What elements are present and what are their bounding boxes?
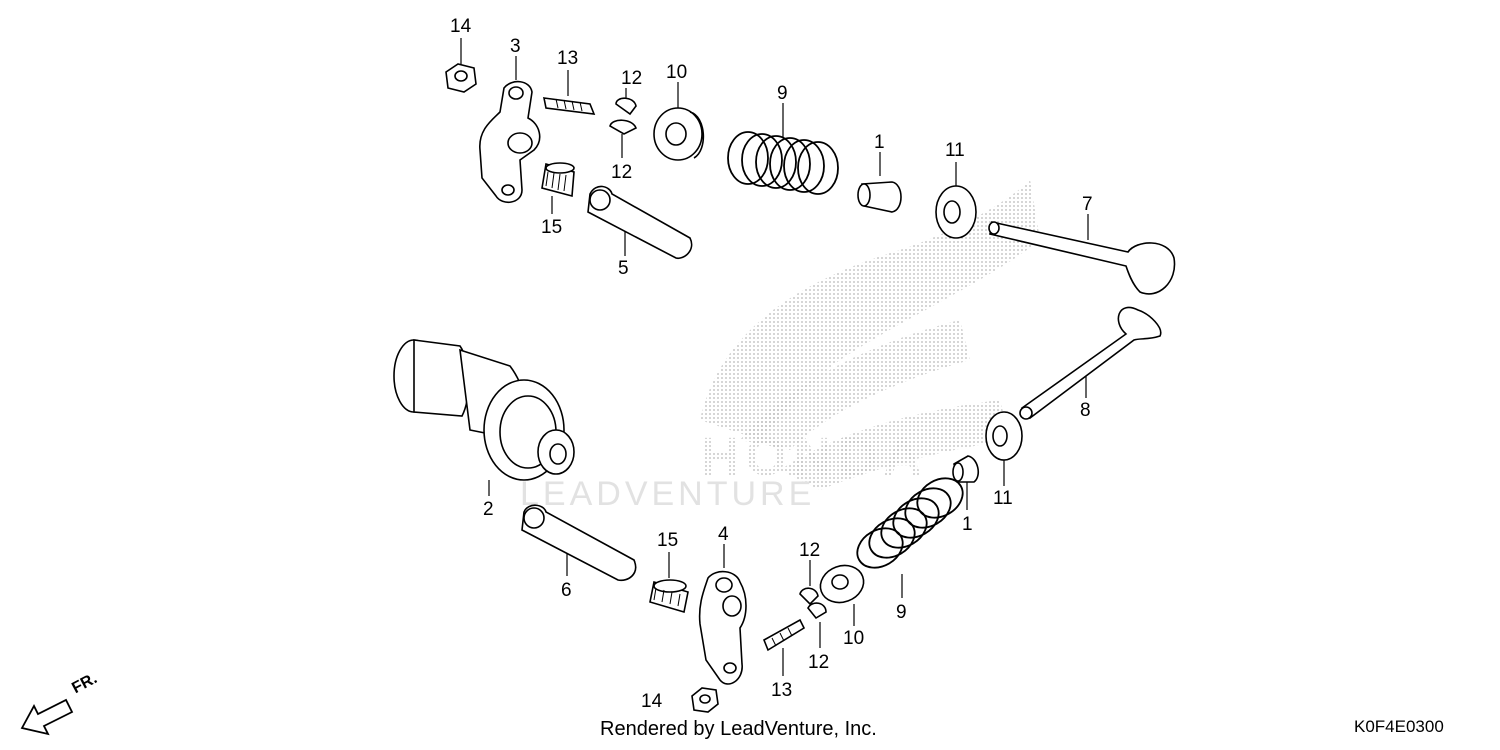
callout-3: 3 — [510, 36, 521, 57]
callout-14-bottom: 14 — [641, 691, 663, 712]
callout-2: 2 — [483, 499, 494, 520]
callout-7: 7 — [1082, 194, 1093, 215]
part-12-cotter-top — [609, 97, 638, 135]
part-9-valve-spring-lower — [856, 477, 964, 569]
callout-9-top: 9 — [777, 83, 788, 104]
part-14-nut-top — [445, 63, 477, 93]
callout-8: 8 — [1080, 400, 1091, 421]
callout-1-lower: 1 — [962, 514, 973, 535]
part-15-roller-top — [541, 162, 575, 198]
callout-4: 4 — [718, 524, 729, 545]
part-12-cotter-lower — [799, 587, 827, 620]
part-14-nut-bottom — [691, 687, 719, 713]
callout-13-lower: 13 — [771, 680, 792, 701]
leader-lines — [460, 38, 1089, 676]
callout-15-top: 15 — [541, 217, 562, 238]
part-5-shaft-top — [587, 185, 693, 260]
front-direction-arrow-icon — [20, 698, 74, 736]
footer-credit: Rendered by LeadVenture, Inc. — [600, 718, 877, 740]
diagram-code: K0F4E0300 — [1354, 717, 1444, 736]
part-10-retainer-top — [653, 107, 705, 161]
part-1-stem-seal-lower — [952, 455, 980, 483]
part-10-retainer-lower — [819, 564, 865, 604]
callout-12-top-a: 12 — [621, 68, 642, 89]
part-9-valve-spring-top — [727, 131, 839, 195]
watermark-logo: HONDA LEADVENTURE — [520, 180, 1040, 513]
callout-1-top: 1 — [874, 132, 885, 153]
callout-5: 5 — [618, 258, 629, 279]
callout-12-top-b: 12 — [611, 162, 632, 183]
watermark-dealer: LEADVENTURE — [520, 475, 815, 513]
part-8-valve — [1019, 306, 1162, 420]
callout-6: 6 — [561, 580, 572, 601]
callout-9-lower: 9 — [896, 602, 907, 623]
callout-10-lower: 10 — [843, 628, 864, 649]
part-11-spring-seat-top — [935, 185, 977, 239]
watermark-brand: HONDA — [700, 427, 928, 487]
part-6-shaft-lower — [521, 504, 637, 582]
part-15-roller-lower — [649, 579, 689, 614]
callout-14-top: 14 — [450, 16, 472, 37]
part-13-adjust-screw-top — [542, 97, 596, 115]
part-2-camshaft — [393, 339, 575, 481]
part-7-valve — [988, 221, 1176, 295]
part-13-adjust-screw-lower — [762, 618, 806, 652]
callout-11-lower: 11 — [993, 488, 1013, 509]
part-3-rocker-arm — [479, 80, 541, 203]
part-1-stem-seal-top — [857, 181, 902, 213]
callout-15-lower: 15 — [657, 530, 678, 551]
callout-12-lower-a: 12 — [799, 540, 820, 561]
callout-12-lower-b: 12 — [808, 652, 829, 673]
callout-10-top: 10 — [666, 62, 687, 83]
part-11-spring-seat-lower — [985, 411, 1023, 461]
part-4-rocker-arm — [698, 570, 747, 685]
callout-11-top: 11 — [945, 140, 965, 161]
callout-13-top: 13 — [557, 48, 578, 69]
